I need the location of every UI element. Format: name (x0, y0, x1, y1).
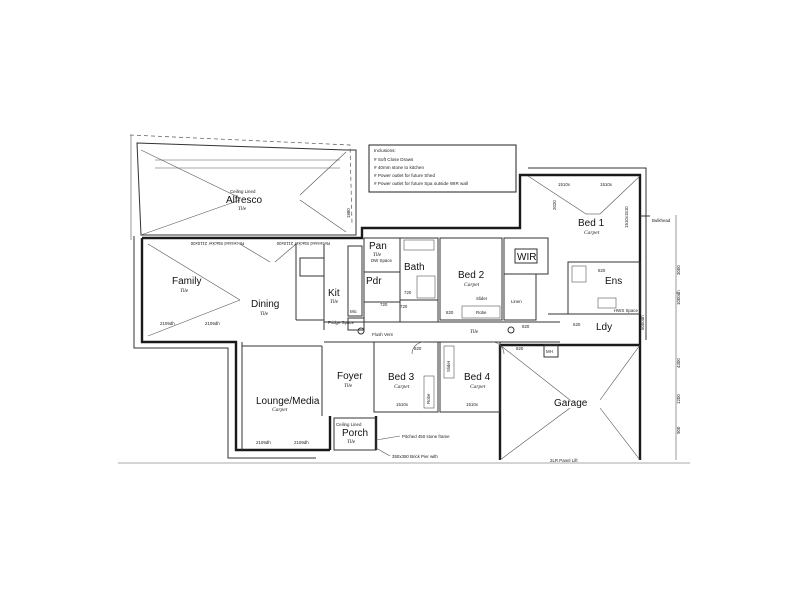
dining-finish: Tile (260, 311, 269, 317)
inclusions-title: Inclusions: (374, 148, 396, 153)
bed-2-finish: Carpet (464, 282, 480, 288)
bed-2-label: Bed 2 (458, 270, 485, 281)
pantry-label: Pan (369, 241, 387, 252)
bed-3-label: Bed 3 (388, 372, 415, 383)
wir-label: WIR (517, 252, 536, 263)
bulkhead-label: Bulkhead (652, 218, 671, 223)
flush-vent-label: Flush Vent (372, 332, 394, 337)
window-dim: 1510x (600, 182, 613, 187)
porch-finish: Tile (347, 439, 356, 445)
hws-label: HWS Space (614, 308, 638, 313)
kitchen-finish: Tile (330, 299, 339, 305)
robe-label: Robe (476, 310, 487, 315)
dim-text: 900 (676, 426, 681, 434)
dining-label: Dining (251, 299, 279, 310)
window-dim: 2109dh (205, 321, 220, 326)
door-size: 820 (446, 310, 454, 315)
dim-text: 1880 (346, 208, 351, 218)
door-size: 720 (400, 304, 408, 309)
inclusion-item: # Power outlet for future Shed (374, 173, 435, 178)
family-dining: Family Tile Dining Tile Recessed Stacker… (147, 241, 330, 337)
window-dim: 1510x (396, 402, 409, 407)
bed-3-finish: Carpet (394, 384, 410, 390)
bath-label: Bath (404, 262, 425, 273)
porch-label: Porch (342, 428, 368, 439)
front-zone: Lounge/Media Carpet 2109dh 2109dh Foyer … (241, 342, 450, 459)
slider-v-label: Slider (446, 360, 451, 372)
foyer-finish: Tile (344, 383, 353, 389)
dim-text: 1000dh (676, 290, 681, 305)
door-size: 720 (380, 302, 388, 307)
microwave-label: Mic (350, 309, 358, 314)
garage: Garage 2LR Panel Lift (499, 344, 641, 463)
slider-label: Slider (476, 296, 488, 301)
family-label: Family (172, 276, 201, 287)
inclusion-item: # Power outlet for future Spa outside WI… (374, 181, 468, 186)
dw-space-label: DW Space (371, 258, 393, 263)
dim-text: 3000 (676, 265, 681, 275)
lounge-label: Lounge/Media (256, 396, 320, 407)
powder-label: Pdr (366, 276, 382, 287)
window-dim: 2109dh (294, 440, 309, 445)
dim-text: 1510x1510 (624, 206, 629, 228)
door-size: 820 (516, 346, 524, 351)
window-dim: 2109dh (160, 321, 175, 326)
alfresco-finish: Tile (238, 206, 247, 212)
porch-note: Ceiling Lined (336, 422, 362, 427)
window-dim: 1510x (558, 182, 571, 187)
hall-finish: Tile (470, 329, 479, 335)
dim-text: 4300 (676, 358, 681, 368)
inclusion-item: # 40mm stone to kitchen (374, 165, 424, 170)
bed-4-finish: Carpet (470, 384, 486, 390)
wet-areas: Pan Tile DW Space Pdr Bath 720 720 720 (363, 237, 439, 322)
door-size: 620 (573, 322, 581, 327)
dim-text: 1200 (676, 394, 681, 404)
dim-text: 2020 (552, 200, 557, 210)
stacker-label: Recessed Stacker 2110x00 (276, 241, 330, 246)
dimension-lines: 3000 1000dh 4300 1200 900 5000dh 2020 15… (346, 200, 681, 460)
alfresco-area: Ceiling Lined Alfresco Tile (129, 134, 357, 240)
window-dim: 2109dh (256, 440, 271, 445)
family-finish: Tile (180, 288, 189, 294)
pantry-finish: Tile (373, 252, 382, 258)
ensuite-label: Ens (605, 276, 622, 287)
inclusion-item: # Soft Close Draws (374, 157, 414, 162)
dim-text: 5000dh (640, 315, 645, 330)
foyer-label: Foyer (337, 371, 363, 382)
master-zone: Bed 1 Carpet 1510x 1510x Ens Ldy HWS Spa… (527, 175, 671, 333)
pitched-note: Pitched 450 stone frame (402, 434, 450, 439)
door-size: 820 (414, 346, 422, 351)
bedroom-3-4: Bed 3 Carpet 820 1510x Robe Bed 4 Carpet… (373, 341, 524, 413)
panel-lift-label: 2LR Panel Lift (550, 458, 578, 463)
alfresco-note: Ceiling Lined (230, 189, 256, 194)
door-size: 720 (404, 290, 412, 295)
bed-1-label: Bed 1 (578, 218, 605, 229)
window-dim: 1510x (466, 402, 479, 407)
door-size: 820 (598, 268, 606, 273)
bed-1-finish: Carpet (584, 230, 600, 236)
stacker-label: Recessed Stacker 2110x00 (190, 241, 244, 246)
robe-v-label: Robe (426, 393, 431, 404)
kitchen-label: Kit (328, 288, 340, 299)
door-size: 820 (522, 324, 530, 329)
linen-label: Linen (511, 299, 522, 304)
brick-pier-note: 350x350 Brick Pier with (392, 454, 438, 459)
garage-label: Garage (554, 398, 588, 409)
laundry-label: Ldy (596, 322, 612, 333)
inclusions-box: Inclusions: # Soft Close Draws # 40mm st… (368, 144, 517, 193)
bed-4-label: Bed 4 (464, 372, 491, 383)
meter-box-label: MH (546, 349, 553, 354)
bedroom-2-zone: Bed 2 Carpet Slider Robe 820 WIR Linen 8… (439, 237, 549, 329)
alfresco-label: Alfresco (226, 195, 263, 206)
lounge-finish: Carpet (272, 407, 288, 413)
